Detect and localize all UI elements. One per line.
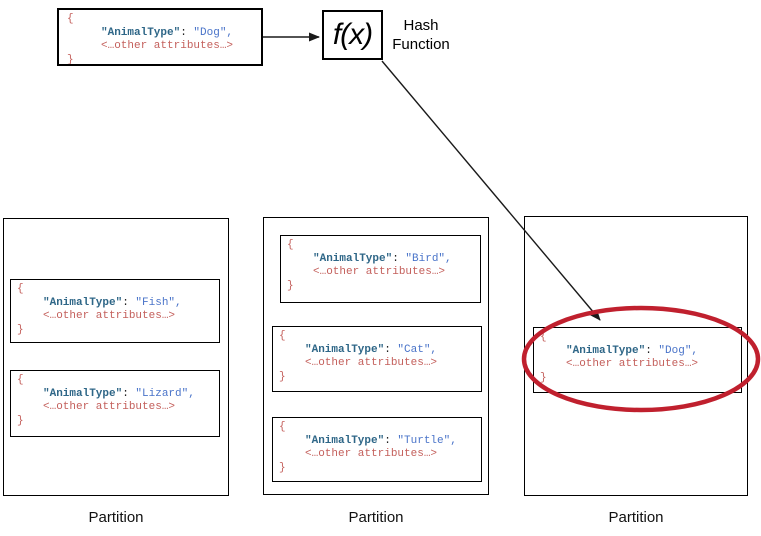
code-attributes-line: <…other attributes…> (101, 40, 234, 52)
hash-function-label: Hash Function (385, 16, 457, 54)
code-attributes-line: <…other attributes…> (313, 266, 446, 278)
code-close-brace: } (17, 414, 24, 427)
code-close-brace: } (540, 371, 547, 384)
document-card-lizard: { "AnimalType": "Lizard", <…other attrib… (10, 370, 220, 437)
code-close-brace: } (279, 461, 286, 474)
code-close-brace: } (67, 53, 74, 66)
code-key-value-line: "AnimalType": "Fish", (43, 296, 182, 309)
code-key-value-line: "AnimalType": "Cat", (305, 343, 438, 356)
code-close-brace: } (279, 370, 286, 383)
code-key-value-line: "AnimalType": "Lizard", (43, 387, 195, 400)
partition-box-1 (3, 218, 229, 496)
document-card-cat: { "AnimalType": "Cat", <…other attribute… (272, 326, 482, 392)
code-attributes-line: <…other attributes…> (566, 358, 699, 370)
code-open-brace: { (17, 374, 24, 386)
code-open-brace: { (67, 13, 74, 25)
hash-function-label-line1: Hash (403, 17, 439, 34)
code-open-brace: { (279, 421, 286, 433)
code-open-brace: { (540, 331, 547, 343)
document-card-fish: { "AnimalType": "Fish", <…other attribut… (10, 279, 220, 343)
code-attributes-line: <…other attributes…> (43, 310, 176, 322)
code-key-value-line: "AnimalType": "Dog", (101, 26, 234, 39)
hash-function-label-line2: Function (392, 36, 450, 53)
hash-function-formula: f(x) (332, 18, 373, 51)
input-document-card: { "AnimalType": "Dog", <…other attribute… (57, 8, 263, 66)
code-key-value-line: "AnimalType": "Turtle", (305, 434, 457, 447)
code-open-brace: { (17, 283, 24, 295)
code-close-brace: } (287, 279, 294, 292)
code-attributes-line: <…other attributes…> (43, 401, 176, 413)
partition-label-2: Partition (348, 509, 404, 526)
hash-function-box: f(x) (322, 10, 383, 60)
code-key-value-line: "AnimalType": "Dog", (566, 344, 699, 357)
document-card-bird: { "AnimalType": "Bird", <…other attribut… (280, 235, 481, 303)
code-open-brace: { (279, 330, 286, 342)
document-card-dog: { "AnimalType": "Dog", <…other attribute… (533, 327, 742, 393)
partition-label-1: Partition (88, 509, 144, 526)
code-attributes-line: <…other attributes…> (305, 448, 438, 460)
code-attributes-line: <…other attributes…> (305, 357, 438, 369)
code-key-value-line: "AnimalType": "Bird", (313, 252, 452, 265)
partition-label-3: Partition (608, 509, 664, 526)
code-open-brace: { (287, 239, 294, 251)
code-close-brace: } (17, 323, 24, 336)
document-card-turtle: { "AnimalType": "Turtle", <…other attrib… (272, 417, 482, 482)
